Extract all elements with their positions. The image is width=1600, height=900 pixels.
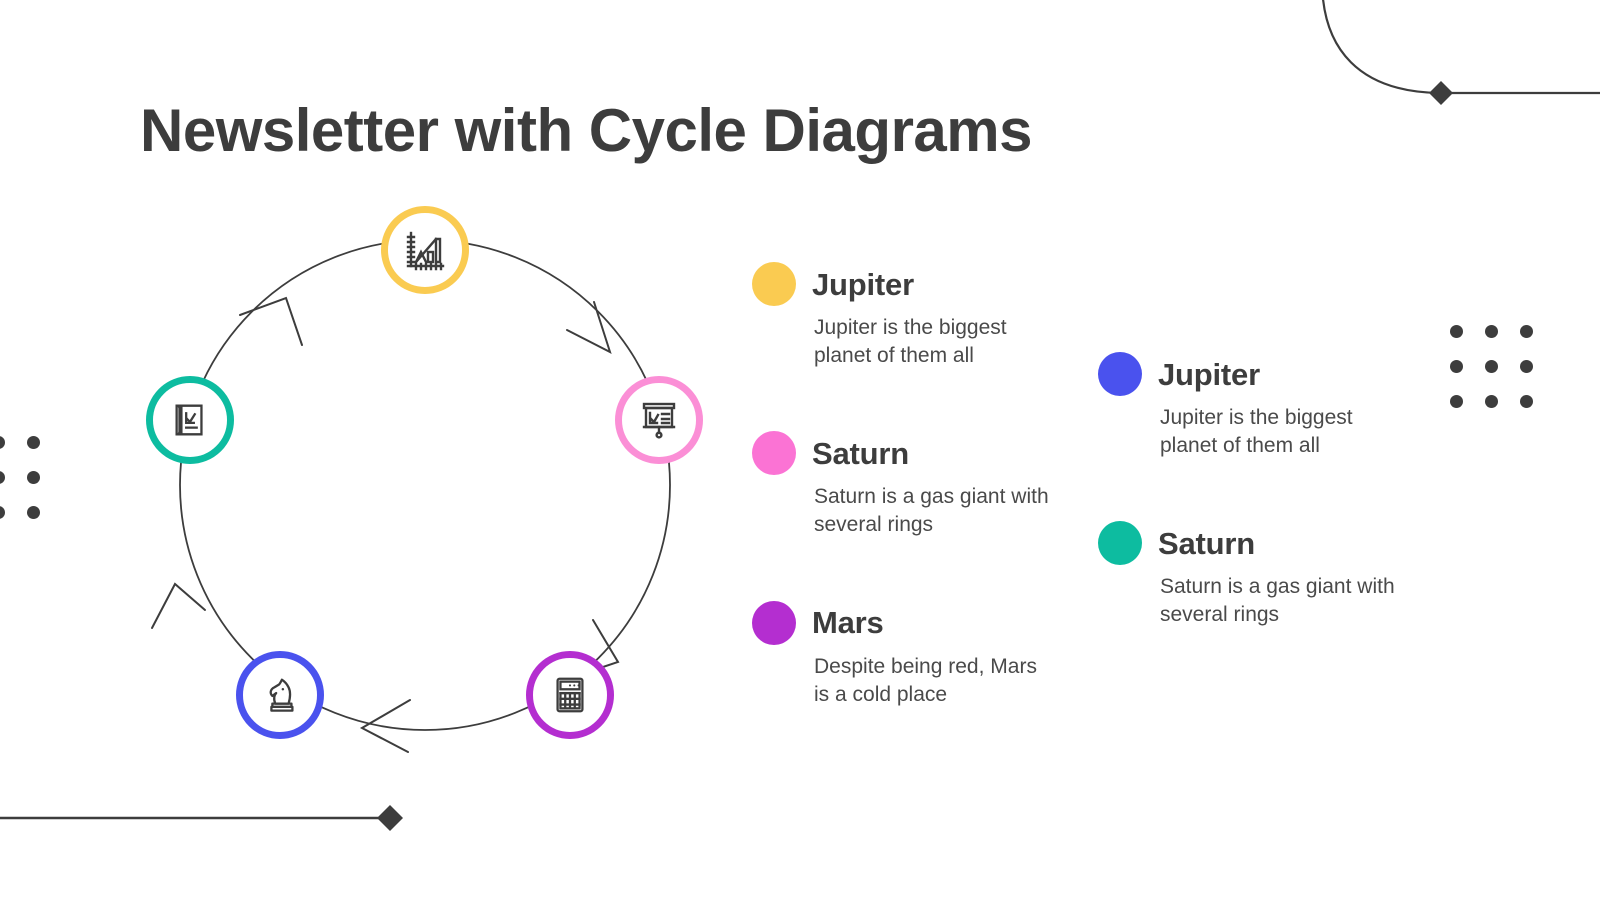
- cycle-node-left[interactable]: [146, 376, 234, 464]
- legend-head: Saturn: [1098, 521, 1408, 566]
- cycle-node-bottom-right[interactable]: [526, 651, 614, 739]
- legend-head: Jupiter: [1098, 352, 1408, 396]
- legend-color-dot: [752, 600, 796, 645]
- arrowhead-upper-left: [239, 296, 303, 346]
- grid-dot: [27, 471, 40, 484]
- cycle-ring-path: [179, 239, 671, 731]
- grid-dot: [1485, 395, 1498, 408]
- legend-item-jupiter-blue[interactable]: Jupiter Jupiter is the biggest planet of…: [1098, 352, 1408, 459]
- legend-column-2: Jupiter Jupiter is the biggest planet of…: [1098, 352, 1408, 691]
- legend-head: Saturn: [752, 431, 1052, 476]
- legend-title: Saturn: [812, 435, 909, 471]
- legend-description: Saturn is a gas giant with several rings: [1160, 575, 1395, 627]
- legend-description: Jupiter is the biggest planet of them al…: [1160, 406, 1353, 457]
- grid-dot: [1450, 395, 1463, 408]
- legend-description: Saturn is a gas giant with several rings: [814, 485, 1049, 537]
- legend-title: Saturn: [1158, 525, 1255, 561]
- arrowhead-lower-left: [151, 582, 206, 629]
- legend-color-dot: [752, 431, 796, 476]
- grid-dot: [0, 436, 5, 449]
- legend-head: Mars: [752, 600, 1052, 645]
- grid-dot: [1485, 360, 1498, 373]
- bottom-left-diamond-marker: [377, 805, 403, 831]
- top-right-curve-line: [1322, 0, 1600, 95]
- legend-column-1: Jupiter Jupiter is the biggest planet of…: [752, 262, 1052, 770]
- legend-item-mars-purple[interactable]: Mars Despite being red, Mars is a cold p…: [752, 600, 1052, 708]
- legend-color-dot: [752, 262, 796, 306]
- legend-title: Jupiter: [812, 266, 914, 302]
- grid-dot: [1520, 395, 1533, 408]
- arrowhead-bottom: [359, 699, 411, 753]
- legend-title: Mars: [812, 605, 884, 641]
- grid-dot: [0, 506, 5, 519]
- report-book-icon: [169, 399, 211, 441]
- arrowhead-upper-right: [566, 301, 612, 354]
- legend-color-dot: [1098, 352, 1142, 396]
- grid-dot: [27, 506, 40, 519]
- dot-grid-left: [0, 436, 40, 519]
- legend-item-saturn-teal[interactable]: Saturn Saturn is a gas giant with severa…: [1098, 521, 1408, 628]
- grid-dot: [0, 471, 5, 484]
- legend-item-saturn-pink[interactable]: Saturn Saturn is a gas giant with severa…: [752, 431, 1052, 538]
- calculator-icon: [549, 674, 591, 716]
- legend-title: Jupiter: [1158, 356, 1260, 392]
- cycle-node-top[interactable]: [381, 206, 469, 294]
- grid-dot: [1520, 360, 1533, 373]
- grid-dot: [27, 436, 40, 449]
- presentation-chart-icon: [637, 398, 681, 442]
- cycle-node-right[interactable]: [615, 376, 703, 464]
- grid-dot: [1485, 325, 1498, 338]
- grid-dot: [1520, 325, 1533, 338]
- grid-dot: [1450, 325, 1463, 338]
- page-title: Newsletter with Cycle Diagrams: [140, 97, 1033, 164]
- grid-dot: [1450, 360, 1463, 373]
- legend-color-dot: [1098, 521, 1142, 566]
- legend-description: Jupiter is the biggest planet of them al…: [814, 316, 1007, 367]
- chess-knight-icon: [259, 674, 301, 716]
- legend-item-jupiter-yellow[interactable]: Jupiter Jupiter is the biggest planet of…: [752, 262, 1052, 369]
- cycle-diagram: [120, 180, 740, 800]
- cycle-node-bottom-left[interactable]: [236, 651, 324, 739]
- bar-chart-icon: [403, 228, 447, 272]
- top-right-diamond-marker: [1429, 81, 1453, 105]
- legend-description: Despite being red, Mars is a cold place: [814, 654, 1037, 706]
- dot-grid-right: [1450, 325, 1533, 408]
- cycle-arrowheads: [151, 296, 620, 753]
- legend-head: Jupiter: [752, 262, 1052, 306]
